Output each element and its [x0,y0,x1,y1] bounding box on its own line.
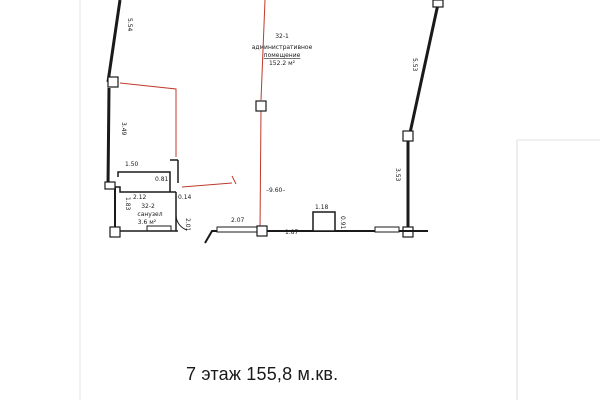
room-32-1-number: 32-1 [275,33,289,40]
column-left-lower [104,181,116,190]
dim-partition-081: 0.81 [155,176,169,183]
left-exterior-wall [106,0,122,188]
room-32-2-number: 32-2 [141,203,155,210]
column-wc-bottom [109,226,121,238]
dim-wc-014: 0.14 [178,194,192,201]
room-32-2-label: 32-2 санузел 3.6 м² [137,203,162,226]
dim-niche-091: 0.91 [339,216,346,230]
column-left-upper [107,76,119,88]
right-exterior-wall [402,0,444,238]
dim-bottom-207: 2.07 [231,217,245,224]
floor-caption: 7 этаж 155,8 м.кв. [186,364,339,384]
room-32-2-name: санузел [137,211,162,218]
dim-right-wall-top: 5.53 [411,58,418,72]
wc-block [104,159,188,238]
dim-right-wall-mid: 3.53 [394,168,401,182]
dim-niche-118: 1.18 [315,204,329,211]
dim-left-wall-mid: 3.49 [120,122,127,136]
column-right-upper [402,130,414,142]
column-center [255,100,267,112]
room-32-1-name-line1: административное [252,44,313,51]
dim-span: –9.60– [266,187,285,194]
room-32-2-area: 3.6 м² [138,219,157,226]
column-right-top [432,0,444,8]
dim-bottom-187: 1.87 [285,229,299,236]
red-partitions [119,0,266,231]
column-bottom-center [256,225,268,237]
dim-wc-183: 1.83 [124,197,131,211]
room-32-1-name-line2: помещение [264,52,301,59]
dim-left-wall-top: 5.54 [126,18,133,32]
dim-partition-150: 1.50 [125,161,139,168]
room-32-1-label: 32-1 административное помещение 152.2 м² [252,33,313,67]
bottom-wall [204,211,428,244]
dim-wc-212: 2.12 [133,194,147,201]
dim-door-201: 2.01 [184,218,191,232]
room-32-1-area: 152.2 м² [269,60,296,67]
niche [312,211,336,232]
